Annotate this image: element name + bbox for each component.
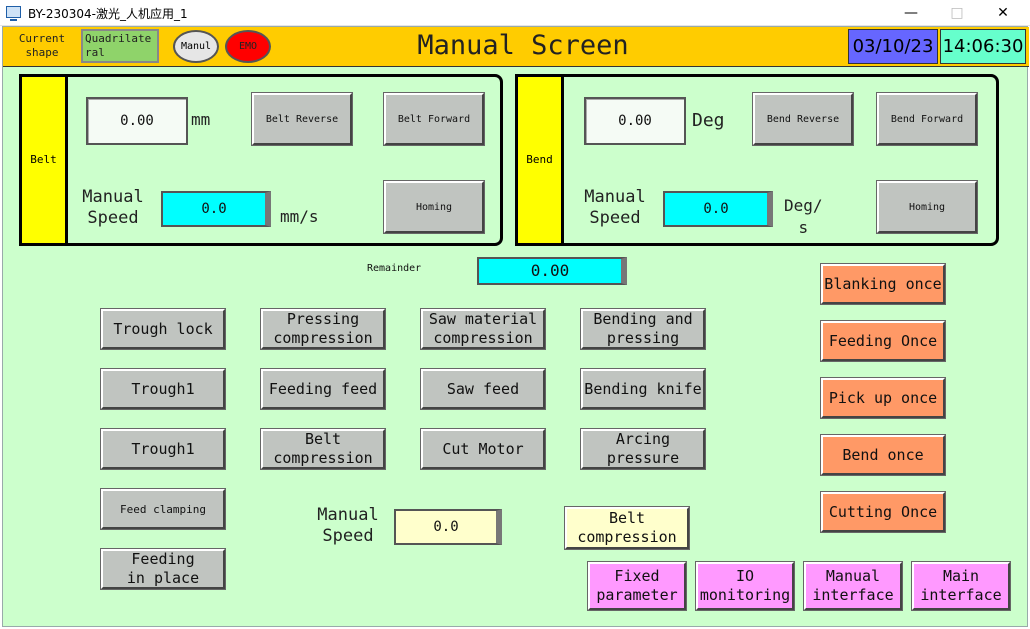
belt-position-field[interactable]: 0.00 bbox=[86, 97, 188, 145]
minimize-button[interactable]: — bbox=[904, 5, 918, 21]
pressing-compression-button[interactable]: Pressing compression bbox=[260, 308, 386, 350]
belt-compression-toggle-button[interactable]: Belt compression bbox=[260, 428, 386, 470]
manual-screen: Current shape Quadrilateral Manul EMO Ma… bbox=[2, 26, 1029, 627]
maximize-button[interactable]: □ bbox=[950, 5, 964, 21]
date-display: 03/10/23 bbox=[848, 29, 938, 64]
remainder-label: Remainder bbox=[367, 263, 422, 274]
pick-up-once-button[interactable]: Pick up once bbox=[820, 377, 946, 419]
bend-section-tag: Bend bbox=[518, 77, 564, 243]
time-display: 14:06:30 bbox=[940, 29, 1026, 64]
cutting-once-button[interactable]: Cutting Once bbox=[820, 491, 946, 533]
arcing-pressure-button[interactable]: Arcing pressure bbox=[580, 428, 706, 470]
belt-position-unit: mm bbox=[191, 110, 211, 129]
current-shape-label: Current shape bbox=[18, 32, 66, 59]
bend-once-button[interactable]: Bend once bbox=[820, 434, 946, 476]
trough-lock-button[interactable]: Trough lock bbox=[100, 308, 226, 350]
belt-homing-button[interactable]: Homing bbox=[383, 180, 485, 234]
page-title: Manual Screen bbox=[417, 30, 629, 61]
manual-speed-label: Manual Speed bbox=[317, 505, 379, 546]
belt-section: Belt 0.00 mm Belt Reverse Belt Forward M… bbox=[19, 74, 503, 246]
emo-button[interactable]: EMO bbox=[225, 30, 271, 63]
belt-forward-button[interactable]: Belt Forward bbox=[383, 92, 485, 146]
bend-section: Bend 0.00 Deg Bend Reverse Bend Forward … bbox=[515, 74, 999, 246]
belt-section-tag: Belt bbox=[22, 77, 68, 243]
belt-speed-field[interactable]: 0.0 bbox=[161, 191, 271, 227]
trough1-secondary-button[interactable]: Trough1 bbox=[100, 428, 226, 470]
bending-knife-button[interactable]: Bending knife bbox=[580, 368, 706, 410]
bend-forward-button[interactable]: Bend Forward bbox=[876, 92, 978, 146]
bend-angle-unit: Deg bbox=[692, 110, 725, 131]
manual-speed-field[interactable]: 0.0 bbox=[394, 509, 502, 545]
belt-speed-unit: mm/s bbox=[280, 207, 319, 226]
cut-motor-button[interactable]: Cut Motor bbox=[420, 428, 546, 470]
bend-speed-label: Manual Speed bbox=[584, 187, 646, 228]
feeding-once-button[interactable]: Feeding Once bbox=[820, 320, 946, 362]
fixed-parameter-nav-button[interactable]: Fixed parameter bbox=[587, 561, 687, 611]
belt-speed-label: Manual Speed bbox=[82, 187, 144, 228]
window-title-bar: BY-230304-激光_人机应用_1 — □ ✕ bbox=[0, 0, 1030, 26]
remainder-field[interactable]: 0.00 bbox=[477, 257, 627, 285]
bend-speed-unit: Deg/ s bbox=[784, 196, 823, 237]
feed-clamping-button[interactable]: Feed clamping bbox=[100, 488, 226, 530]
manual-mode-button[interactable]: Manul bbox=[173, 30, 219, 63]
bend-angle-field[interactable]: 0.00 bbox=[584, 97, 686, 145]
io-monitoring-nav-button[interactable]: IO monitoring bbox=[695, 561, 795, 611]
saw-feed-button[interactable]: Saw feed bbox=[420, 368, 546, 410]
current-shape-value: Quadrilateral bbox=[81, 29, 159, 63]
trough1-button[interactable]: Trough1 bbox=[100, 368, 226, 410]
belt-reverse-button[interactable]: Belt Reverse bbox=[251, 92, 353, 146]
monitor-icon bbox=[6, 6, 21, 21]
belt-compression-button[interactable]: Belt compression bbox=[564, 506, 690, 550]
window-title: BY-230304-激光_人机应用_1 bbox=[28, 7, 188, 21]
bend-speed-field[interactable]: 0.0 bbox=[663, 191, 773, 227]
header-bar: Current shape Quadrilateral Manul EMO Ma… bbox=[3, 27, 1029, 67]
bend-reverse-button[interactable]: Bend Reverse bbox=[752, 92, 854, 146]
manual-interface-nav-button[interactable]: Manual interface bbox=[803, 561, 903, 611]
close-button[interactable]: ✕ bbox=[997, 5, 1009, 21]
blanking-once-button[interactable]: Blanking once bbox=[820, 263, 946, 305]
feeding-feed-button[interactable]: Feeding feed bbox=[260, 368, 386, 410]
saw-material-compression-button[interactable]: Saw material compression bbox=[420, 308, 546, 350]
main-interface-nav-button[interactable]: Main interface bbox=[911, 561, 1011, 611]
bending-and-pressing-button[interactable]: Bending and pressing bbox=[580, 308, 706, 350]
feeding-in-place-button[interactable]: Feeding in place bbox=[100, 548, 226, 590]
bend-homing-button[interactable]: Homing bbox=[876, 180, 978, 234]
